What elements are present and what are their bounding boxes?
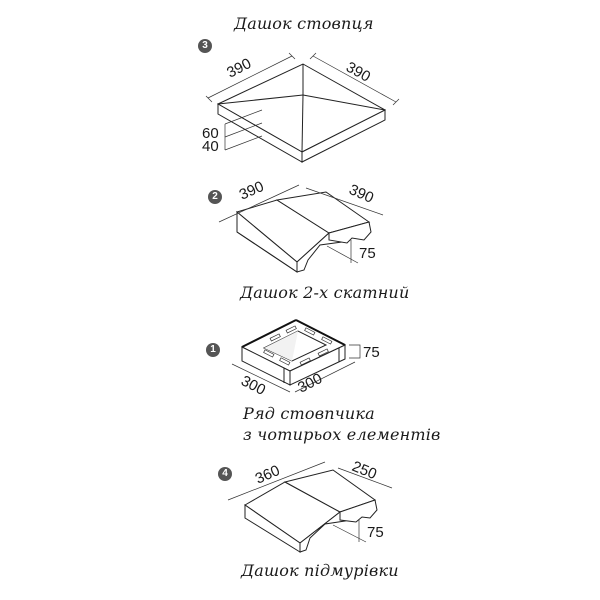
dim-height-1: 75 [363, 344, 380, 361]
badge-number-2: 2 [208, 190, 222, 204]
caption-post-row-line1: Ряд стовпчика [243, 404, 375, 423]
dim-height-top-3: 60 [202, 125, 219, 142]
dim-right-4: 250 [350, 458, 380, 483]
badge-number-4: 4 [218, 467, 232, 481]
badge-number-1: 1 [206, 343, 220, 357]
caption-post-row-line2: з чотирьох елементів [243, 425, 441, 444]
dim-left-4: 360 [253, 462, 283, 488]
dim-height-4: 75 [367, 524, 384, 541]
caption-foundation-cap: Дашок підмурівки [241, 561, 399, 580]
badge-number-3: 3 [198, 39, 212, 53]
dim-height-2: 75 [359, 245, 376, 262]
caption-post-cap: Дашок стовпця [234, 14, 374, 33]
dim-height-bottom-3: 40 [202, 138, 219, 155]
caption-gable-cap: Дашок 2-х скатний [240, 283, 410, 302]
